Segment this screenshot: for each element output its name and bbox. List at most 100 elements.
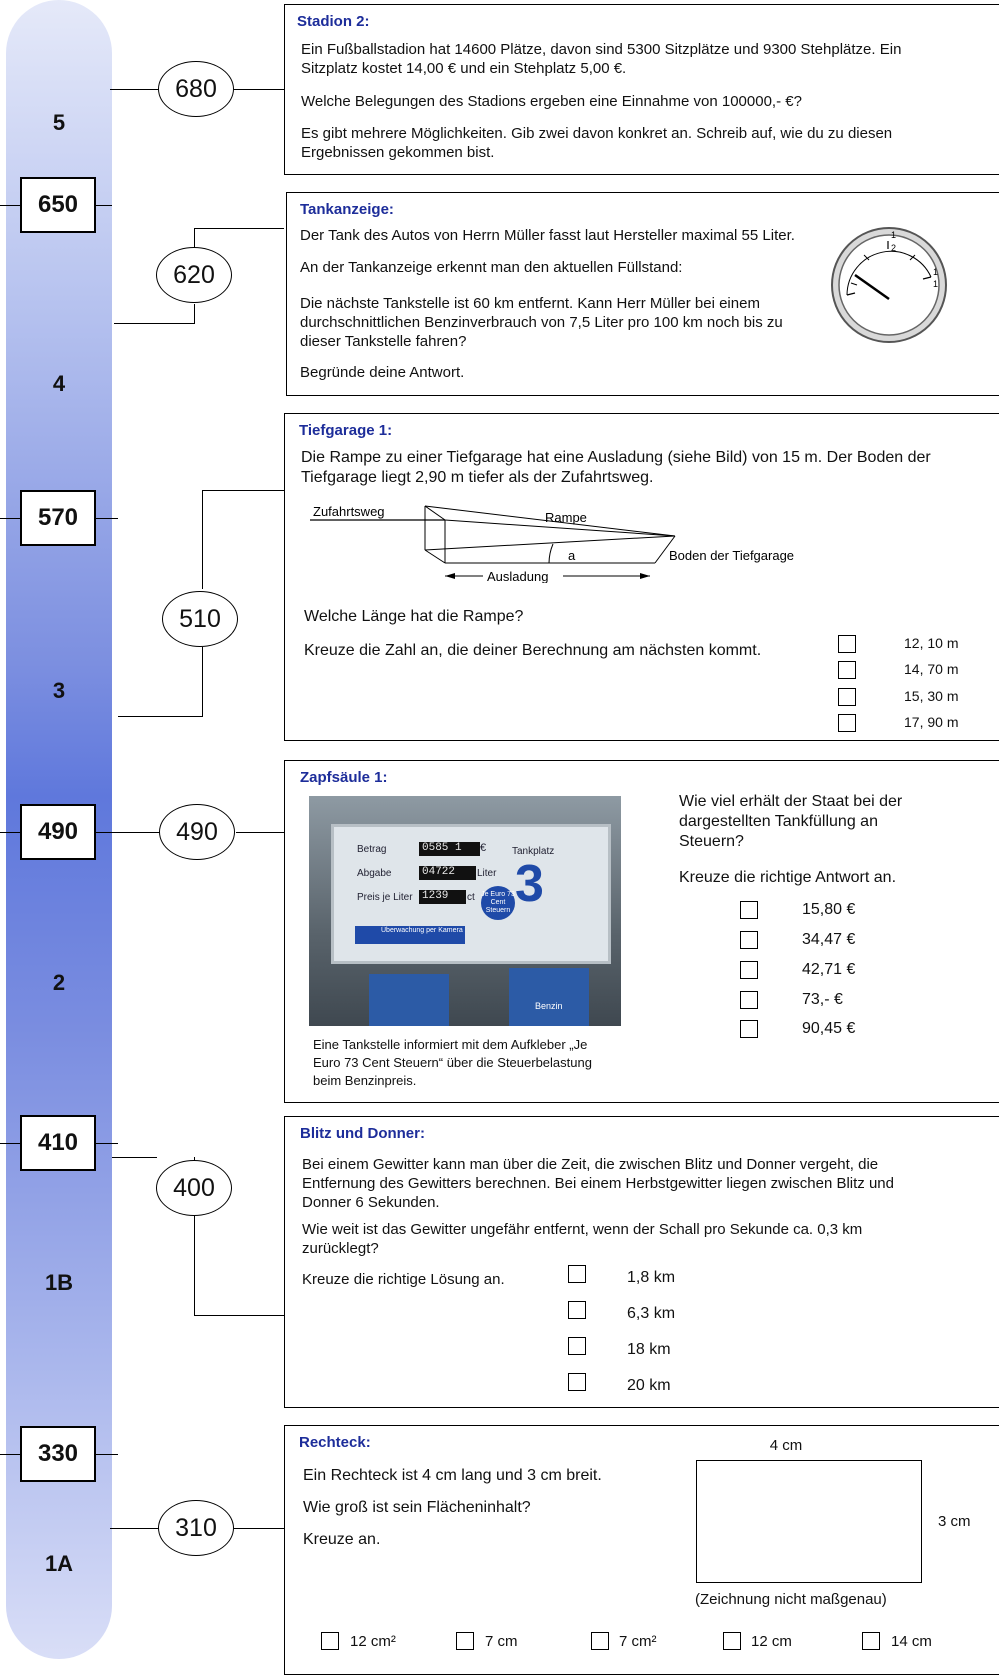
answer-checkbox[interactable] — [740, 961, 758, 979]
answer-option: 15,80 € — [802, 901, 856, 918]
connector-line — [118, 716, 203, 717]
answer-checkbox[interactable] — [568, 1373, 586, 1391]
connector-line — [236, 832, 284, 833]
diagram-label: a — [568, 548, 576, 563]
diagram-label: Rampe — [545, 510, 587, 525]
connector-line — [194, 1315, 284, 1316]
answer-checkbox[interactable] — [740, 991, 758, 1009]
cut-score-box: 330 — [20, 1426, 96, 1482]
task-card-garage: Tiefgarage 1: Die Rampe zu einer Tiefgar… — [284, 413, 999, 741]
gauge-label: 2 — [891, 243, 896, 253]
answer-checkbox[interactable] — [838, 635, 856, 653]
answer-option: 73,- € — [802, 991, 843, 1008]
photo-text: Je Euro 73 Cent Steuern — [481, 886, 515, 920]
connector-line — [114, 323, 195, 324]
task-question: Welche Belegungen des Stadions ergeben e… — [301, 93, 802, 110]
answer-option: 34,47 € — [802, 931, 856, 948]
photo-text: Abgabe — [357, 868, 392, 879]
photo-text: Überwachung per Kamera — [355, 926, 465, 944]
task-instruction: Kreuze die richtige Antwort an. — [679, 869, 897, 886]
answer-checkbox[interactable] — [740, 1020, 758, 1038]
answer-checkbox[interactable] — [740, 901, 758, 919]
task-question: Wie viel erhält der Staat bei der darges… — [679, 793, 903, 850]
task-card-zapf: Zapfsäule 1: Betrag 0585 1 € Abgabe 0472… — [284, 760, 999, 1103]
diagram-label: Ausladung — [487, 569, 548, 583]
task-instruction: Kreuze an. — [303, 1531, 381, 1548]
answer-checkbox[interactable] — [568, 1337, 586, 1355]
answer-checkbox[interactable] — [838, 661, 856, 679]
photo-caption: Eine Tankstelle informiert mit dem Aufkl… — [313, 1037, 592, 1088]
task-question: Welche Länge hat die Rampe? — [304, 608, 524, 625]
task-title: Tiefgarage 1: — [299, 422, 393, 439]
photo-text: Preis je Liter — [357, 892, 413, 903]
connector-line — [194, 228, 284, 229]
answer-checkbox[interactable] — [591, 1632, 609, 1650]
answer-option: 6,3 km — [627, 1305, 676, 1322]
photo-text: 3 — [515, 855, 544, 913]
photo-display: 1239 — [419, 890, 466, 904]
photo-text: Benzin — [535, 1001, 563, 1011]
answer-checkbox[interactable] — [568, 1265, 586, 1283]
answer-option: 42,71 € — [802, 961, 856, 978]
task-text: Begründe deine Antwort. — [300, 364, 465, 381]
task-title: Stadion 2: — [297, 13, 370, 30]
answer-option: 15, 30 m — [904, 688, 959, 704]
ramp-diagram: Zufahrtsweg Rampe a Boden der Tiefgarage… — [310, 504, 794, 583]
diagram-label: Boden der Tiefgarage — [669, 548, 794, 563]
answer-checkbox[interactable] — [321, 1632, 339, 1650]
answer-checkbox[interactable] — [723, 1632, 741, 1650]
task-card-blitz: Blitz und Donner: Bei einem Gewitter kan… — [284, 1116, 999, 1408]
connector-line — [194, 1157, 195, 1162]
task-text: Die Rampe zu einer Tiefgarage hat eine A… — [301, 449, 931, 486]
answer-option: 1,8 km — [627, 1269, 676, 1286]
photo-text: Liter — [477, 868, 497, 879]
answer-option: 14 cm — [891, 1633, 932, 1650]
item-score-oval: 510 — [162, 591, 238, 647]
answer-option: 12 cm² — [350, 1633, 396, 1650]
connector-line — [194, 304, 195, 323]
gauge-label: 1 — [933, 267, 938, 277]
photo-text: Betrag — [357, 844, 387, 855]
dimension-label: 3 cm — [938, 1513, 971, 1530]
task-text: Der Tank des Autos von Herrn Müller fass… — [300, 227, 795, 244]
answer-option: 14, 70 m — [904, 661, 959, 677]
task-text: Bei einem Gewitter kann man über die Zei… — [302, 1156, 894, 1211]
answer-checkbox[interactable] — [862, 1632, 880, 1650]
task-text: Ein Rechteck ist 4 cm lang und 3 cm brei… — [303, 1467, 602, 1484]
connector-line — [112, 1157, 157, 1158]
rectangle-drawing — [696, 1460, 922, 1583]
task-text: Ein Fußballstadion hat 14600 Plätze, dav… — [301, 41, 902, 77]
answer-option: 18 km — [627, 1341, 671, 1358]
answer-checkbox[interactable] — [568, 1301, 586, 1319]
answer-checkbox[interactable] — [838, 688, 856, 706]
cut-score-box: 570 — [20, 490, 96, 546]
connector-line — [202, 647, 203, 717]
answer-checkbox[interactable] — [456, 1632, 474, 1650]
cut-score-box: 650 — [20, 177, 96, 233]
connector-line — [202, 490, 203, 589]
task-title: Zapfsäule 1: — [300, 769, 388, 786]
connector-line — [194, 1216, 195, 1316]
answer-option: 17, 90 m — [904, 714, 959, 730]
gauge-label: 1 — [891, 230, 896, 240]
level-label: 1A — [44, 1551, 74, 1576]
connector-line — [202, 490, 284, 491]
photo-text: Tankplatz — [512, 846, 555, 857]
answer-option: 7 cm² — [619, 1633, 657, 1650]
item-score-oval: 620 — [156, 247, 232, 303]
fuel-gauge: 1 2 1 1 — [831, 227, 947, 343]
answer-checkbox[interactable] — [740, 931, 758, 949]
level-label: 5 — [52, 110, 66, 135]
answer-checkbox[interactable] — [838, 714, 856, 732]
answer-option: 7 cm — [485, 1633, 518, 1650]
connector-line — [110, 1528, 160, 1529]
item-score-oval: 400 — [156, 1160, 232, 1216]
task-title: Tankanzeige: — [300, 201, 394, 218]
item-score-oval: 490 — [159, 804, 235, 860]
answer-option: 12 cm — [751, 1633, 792, 1650]
answer-option: 90,45 € — [802, 1020, 856, 1037]
gauge-label: 1 — [933, 279, 938, 289]
task-card-stadion: Stadion 2: Ein Fußballstadion hat 14600 … — [284, 4, 999, 175]
answer-option: 20 km — [627, 1377, 671, 1394]
fuel-pump-photo: Betrag 0585 1 € Abgabe 04722 Liter Preis… — [309, 796, 621, 1026]
